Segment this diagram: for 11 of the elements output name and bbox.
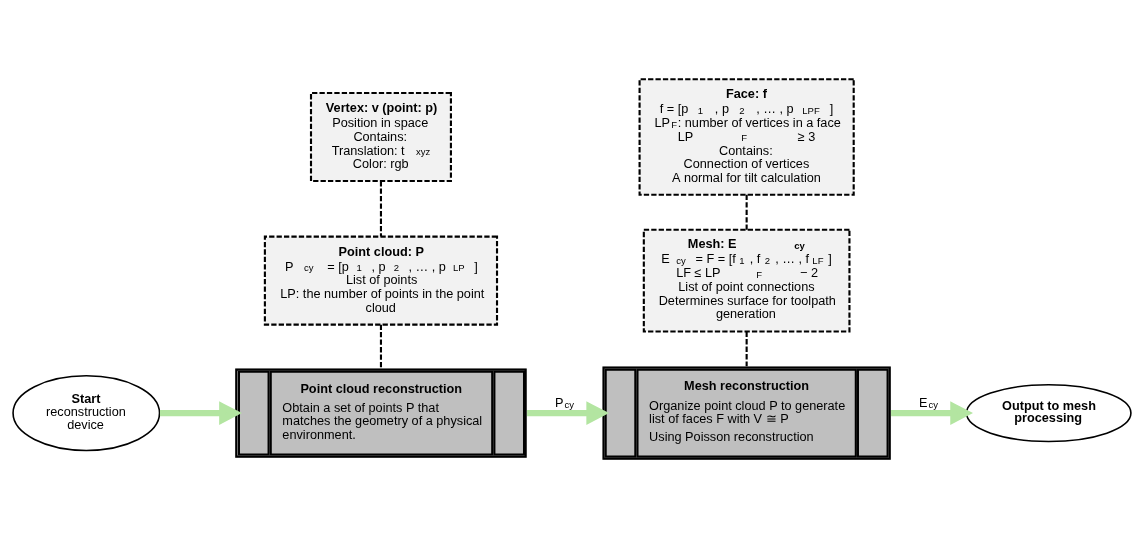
edge-label: Ecy [918,394,939,410]
arrow [527,400,610,425]
connector [745,194,748,230]
connector [745,331,748,366]
arrow [159,400,242,425]
connector [379,324,382,368]
connector [379,180,382,237]
edge-label: Pcy [555,394,575,410]
arrow [891,400,973,425]
node-ellipse: Output to mesh processing [965,383,1132,442]
node-ellipse: Start reconstruction device [12,374,161,451]
